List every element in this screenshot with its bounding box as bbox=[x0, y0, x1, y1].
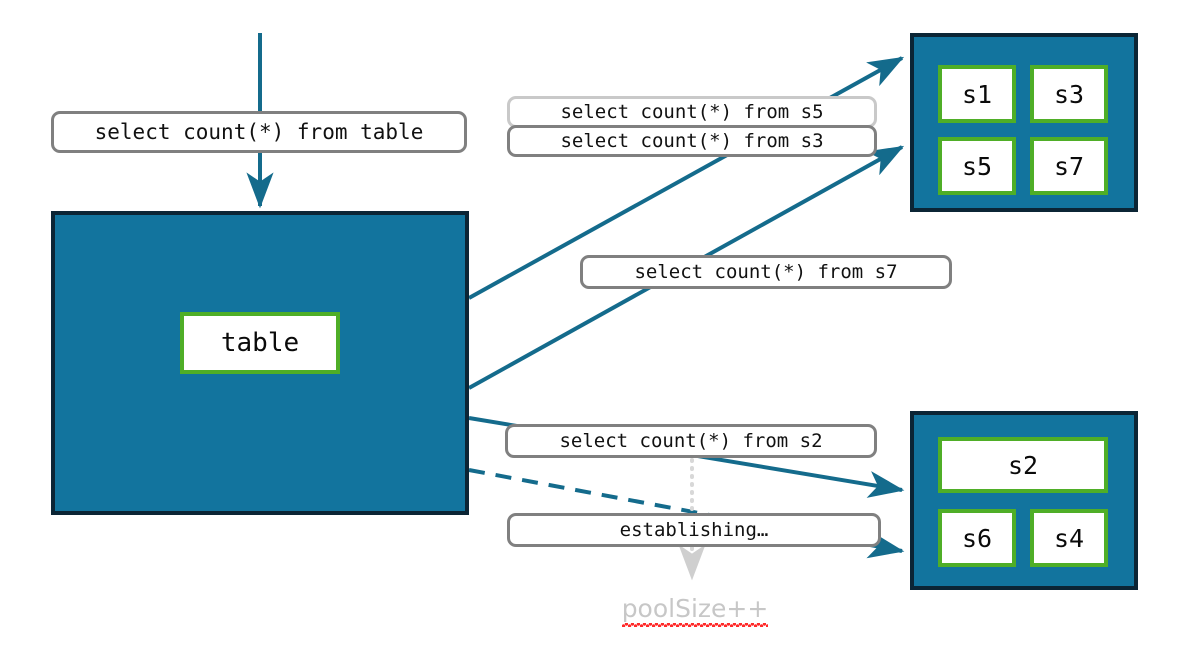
edge-label-from-s2: select count(*) from s2 bbox=[505, 424, 877, 458]
edge-label-from-s5: select count(*) from s5 bbox=[507, 96, 877, 128]
node-s2[interactable]: s2 bbox=[938, 437, 1108, 493]
node-s7[interactable]: s7 bbox=[1030, 137, 1108, 195]
node-s6[interactable]: s6 bbox=[938, 509, 1016, 567]
node-s5[interactable]: s5 bbox=[938, 137, 1016, 195]
node-s3[interactable]: s3 bbox=[1030, 65, 1108, 123]
node-s4[interactable]: s4 bbox=[1030, 509, 1108, 567]
edge-table-to-pool-b-dashed bbox=[468, 468, 905, 559]
edge-label-establishing: establishing… bbox=[507, 513, 881, 547]
node-table[interactable]: table bbox=[180, 312, 340, 374]
edge-label-from-s3: select count(*) from s3 bbox=[507, 125, 877, 157]
node-s1[interactable]: s1 bbox=[938, 65, 1016, 123]
poolsize-text: poolSize++ bbox=[621, 593, 769, 627]
edge-label-from-table: select count(*) from table bbox=[51, 111, 467, 153]
edge-label-from-s7: select count(*) from s7 bbox=[580, 255, 952, 289]
poolsize-annotation: poolSize++ bbox=[600, 592, 790, 627]
